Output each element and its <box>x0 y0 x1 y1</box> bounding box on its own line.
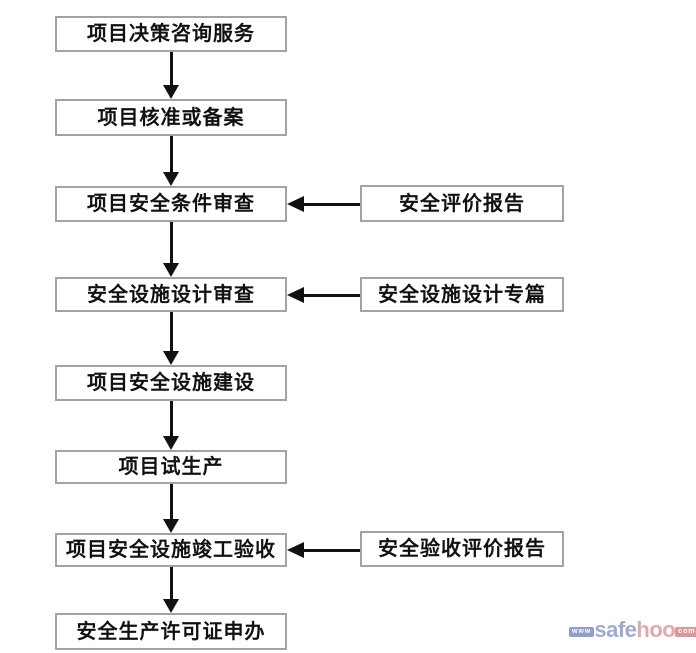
flow-step-label: 安全生产许可证申办 <box>76 620 266 643</box>
flow-step-box-8: 安全生产许可证申办 <box>55 613 287 650</box>
flow-step-label: 安全设施设计审查 <box>87 283 255 306</box>
watermark-com-badge: com <box>675 626 696 637</box>
arrow-left-icon <box>287 542 360 558</box>
side-input-box-1: 安全评价报告 <box>360 185 564 222</box>
flow-step-label: 项目安全设施建设 <box>87 372 255 394</box>
flow-step-box-1: 项目决策咨询服务 <box>55 16 287 52</box>
watermark-safehoo-logo: www safe hoo com <box>569 617 696 642</box>
side-input-label: 安全设施设计专篇 <box>378 283 546 306</box>
arrow-down-icon <box>163 52 179 99</box>
side-input-box-3: 安全验收评价报告 <box>360 531 564 567</box>
arrow-down-icon <box>163 567 179 613</box>
side-input-label: 安全评价报告 <box>399 192 525 215</box>
side-input-box-2: 安全设施设计专篇 <box>360 277 564 312</box>
arrow-left-icon <box>287 287 360 303</box>
arrow-down-icon <box>163 401 179 450</box>
flow-step-box-7: 项目安全设施竣工验收 <box>55 533 287 567</box>
watermark-safe-text: safe <box>594 617 637 642</box>
arrow-left-icon <box>287 196 360 212</box>
arrow-down-icon <box>163 136 179 186</box>
flow-step-label: 项目安全条件审查 <box>87 193 255 215</box>
side-input-label: 安全验收评价报告 <box>378 538 546 560</box>
arrow-down-icon <box>163 222 179 277</box>
flow-step-label: 项目核准或备案 <box>97 106 245 129</box>
flow-step-box-4: 安全设施设计审查 <box>55 277 287 312</box>
watermark-www-badge: www <box>569 626 595 637</box>
flow-step-label: 项目试生产 <box>118 456 224 478</box>
arrow-down-icon <box>163 484 179 533</box>
flow-step-box-3: 项目安全条件审查 <box>55 186 287 222</box>
flow-step-box-5: 项目安全设施建设 <box>55 365 287 401</box>
flow-step-box-2: 项目核准或备案 <box>55 99 287 136</box>
flow-step-label: 项目安全设施竣工验收 <box>66 539 276 561</box>
arrow-down-icon <box>163 312 179 365</box>
watermark-hoo-text: hoo <box>636 617 676 642</box>
flow-step-label: 项目决策咨询服务 <box>87 23 255 45</box>
flow-step-box-6: 项目试生产 <box>55 450 287 484</box>
